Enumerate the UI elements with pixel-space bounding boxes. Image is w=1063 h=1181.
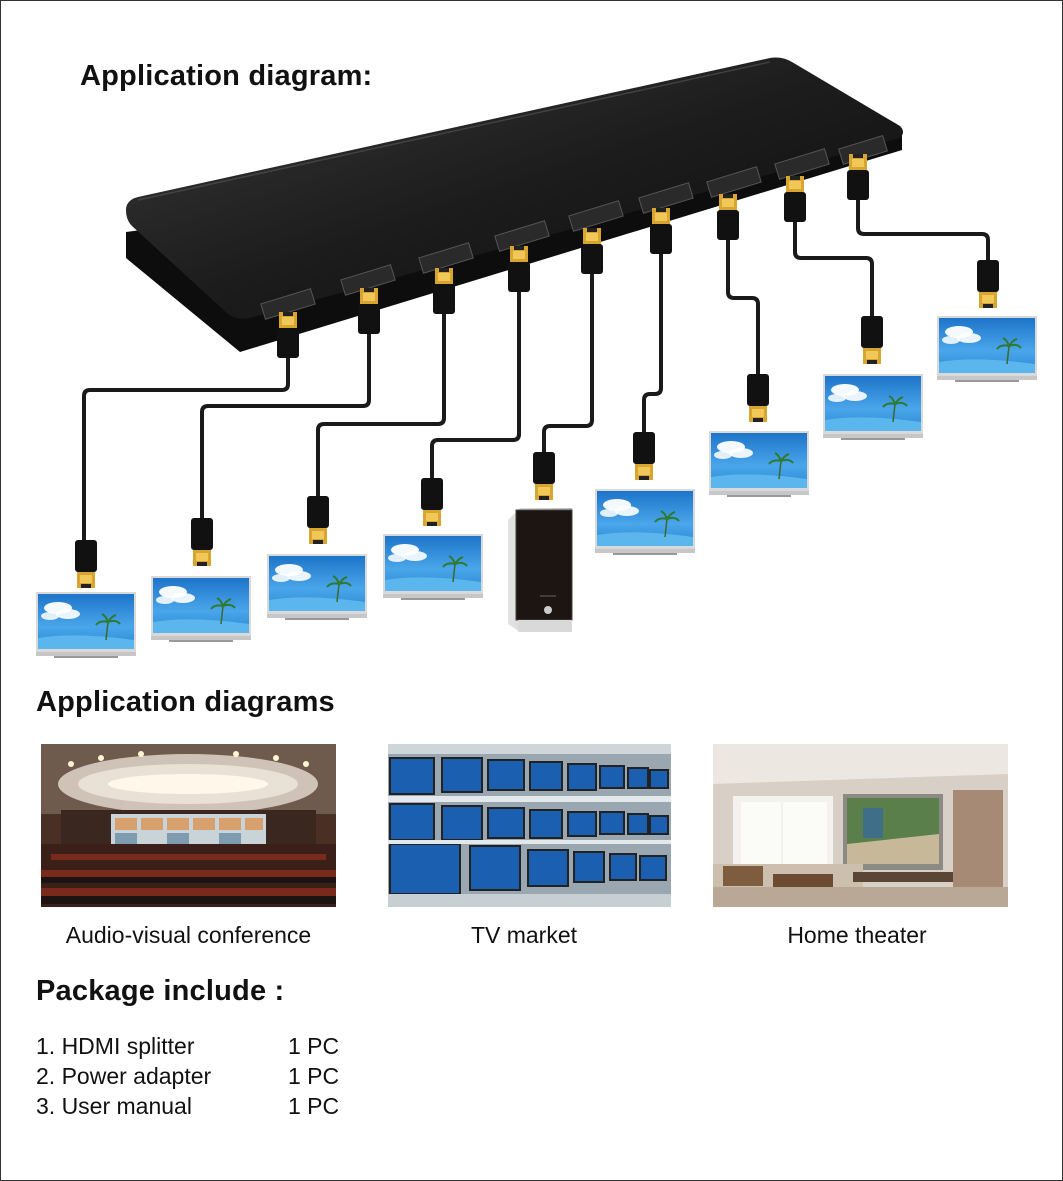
package-item-qty: 1 PC [288,1063,340,1089]
package-list-item: 1. HDMI splitter 1 PC [36,1033,376,1061]
application-diagram [35,57,1038,659]
conference-room-photo [41,744,336,907]
applications-title: Application diagrams [36,686,335,718]
caption-home-theater: Home theater [787,922,927,948]
tv-market-photo [388,744,671,907]
package-title: Package include : [36,975,285,1007]
package-item-name: 2. Power adapter [36,1063,212,1089]
diagram-title: Application diagram: [80,60,373,92]
package-item-name: 1. HDMI splitter [36,1033,195,1059]
package-item-name: 3. User manual [36,1093,192,1119]
package-list-item: 3. User manual 1 PC [36,1093,376,1121]
splitter-output-ports [260,135,888,320]
caption-audio-visual-conference: Audio-visual conference [65,922,312,948]
package-item-qty: 1 PC [288,1093,340,1119]
package-item-qty: 1 PC [288,1033,340,1059]
hdmi-cables [82,196,990,545]
pc-tower [508,508,573,632]
caption-tv-market: TV market [470,922,578,948]
package-list-item: 2. Power adapter 1 PC [36,1063,376,1091]
home-theater-photo [713,744,1008,907]
